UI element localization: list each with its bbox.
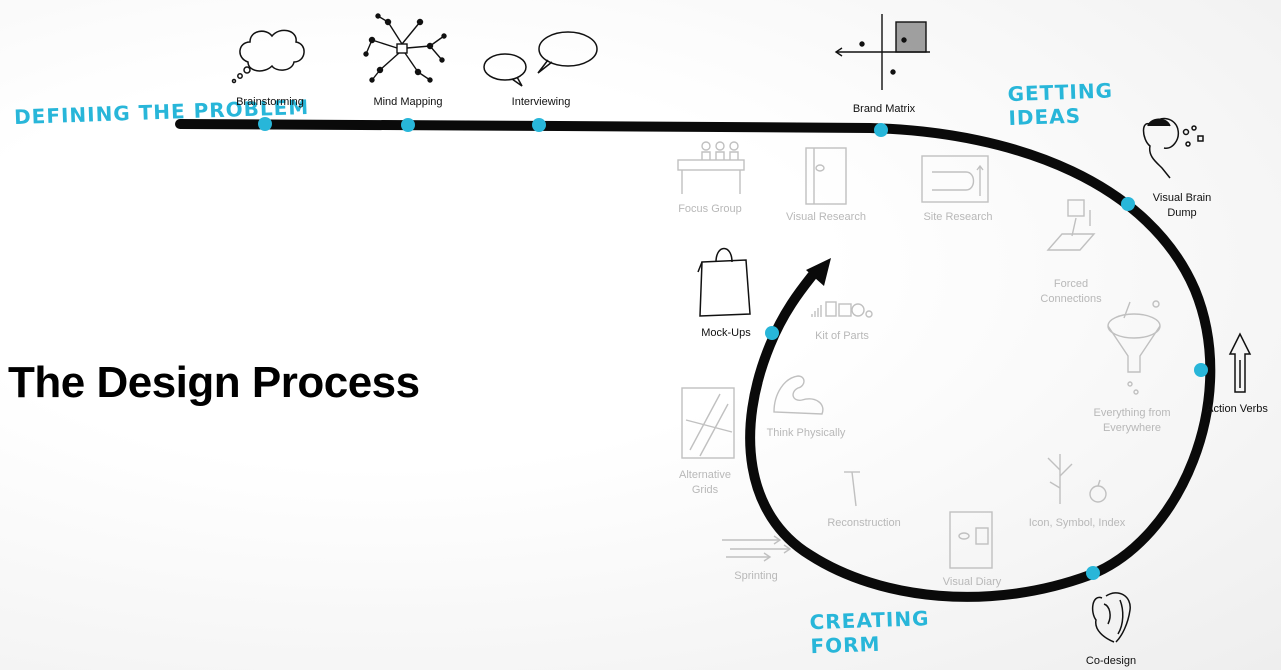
- kit-of-parts-icon: [811, 301, 873, 318]
- path-nodes: [258, 117, 1208, 580]
- label-everything-from-everywhere: Everything from Everywhere: [1093, 407, 1171, 434]
- label-brand-matrix: Brand Matrix: [852, 103, 916, 115]
- node-co-design: [1086, 566, 1100, 580]
- label-icon-symbol-index: Icon, Symbol, Index: [1028, 517, 1126, 529]
- arm-icon: [773, 375, 824, 415]
- label-co-design: Co-design: [1085, 655, 1137, 667]
- label-focus-group: Focus Group: [678, 203, 742, 215]
- process-path: [175, 119, 1216, 602]
- focus-group-icon: [677, 141, 745, 194]
- cube-projection-icon: [1046, 199, 1096, 251]
- diary-icon: [949, 511, 993, 569]
- node-mind-mapping: [401, 118, 415, 132]
- label-sprinting: Sprinting: [734, 570, 778, 582]
- up-arrow-icon: [1228, 332, 1252, 393]
- node-interviewing: [532, 118, 546, 132]
- grid-icon: [681, 387, 735, 459]
- page-title: The Design Process: [8, 358, 420, 407]
- label-alternative-grids: Alternative Grids: [679, 469, 731, 496]
- label-mock-ups: Mock-Ups: [701, 327, 751, 339]
- site-plan-icon: [921, 155, 989, 203]
- label-site-research: Site Research: [923, 211, 993, 223]
- label-action-verbs: Action Verbs: [1206, 403, 1268, 415]
- head-icon: [1142, 117, 1204, 179]
- cloud-icon: [231, 29, 305, 84]
- matrix-icon: [834, 14, 930, 90]
- phase-getting-ideas: GETTING IDEAS: [1007, 78, 1114, 131]
- shopping-bag-icon: [697, 247, 751, 317]
- label-visual-brain-dump: Visual Brain Dump: [1152, 192, 1212, 219]
- label-visual-diary: Visual Diary: [942, 576, 1002, 588]
- label-interviewing: Interviewing: [511, 96, 571, 108]
- path-arrowhead: [806, 258, 831, 286]
- mind-map-icon: [363, 13, 447, 83]
- label-mind-mapping: Mind Mapping: [373, 96, 443, 108]
- label-brainstorming: Brainstorming: [236, 96, 304, 108]
- node-mock-ups: [765, 326, 779, 340]
- faces-icon: [1091, 592, 1131, 643]
- node-brainstorming: [258, 117, 272, 131]
- label-kit-of-parts: Kit of Parts: [815, 330, 869, 342]
- speech-bubbles-icon: [483, 31, 598, 87]
- node-brand-matrix: [874, 123, 888, 137]
- nail-icon: [844, 471, 860, 507]
- node-action-verbs: [1194, 363, 1208, 377]
- label-forced-connections: Forced Connections: [1040, 278, 1102, 305]
- node-visual-brain-dump: [1121, 197, 1135, 211]
- book-icon: [805, 147, 847, 205]
- tree-icon: [1047, 454, 1107, 504]
- label-visual-research: Visual Research: [786, 211, 866, 223]
- label-think-physically: Think Physically: [766, 427, 846, 439]
- funnel-icon: [1107, 300, 1161, 395]
- sprinting-arrows-icon: [722, 535, 792, 562]
- label-reconstruction: Reconstruction: [827, 517, 901, 529]
- phase-creating-form: CREATING FORM: [809, 606, 930, 659]
